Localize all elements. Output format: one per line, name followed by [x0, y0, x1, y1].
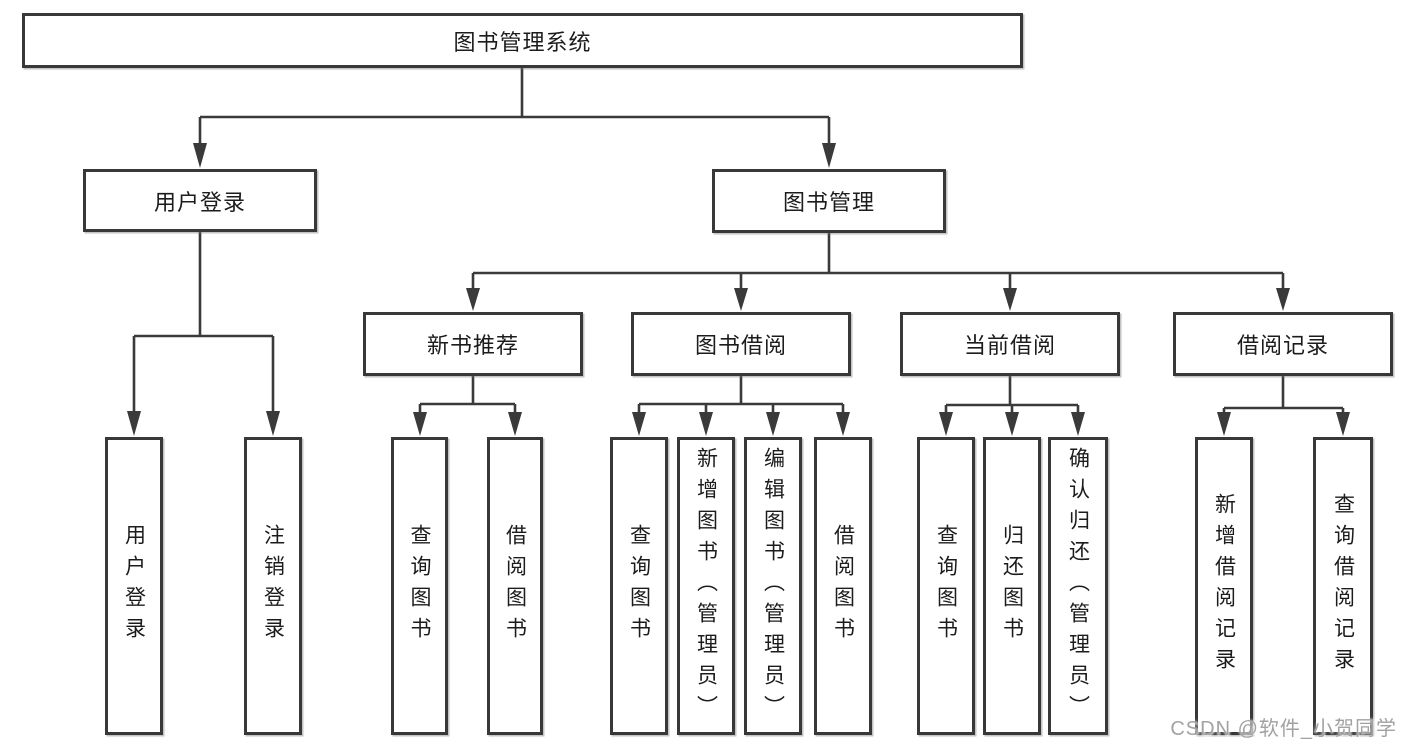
- node-new-book-recommend-label: 新书推荐: [426, 333, 519, 358]
- leaf-query-borrow-record-label: 查询借阅记录: [1331, 493, 1355, 679]
- node-user-login: 用户登录: [83, 169, 317, 232]
- leaf-user-login: 用户登录: [105, 437, 163, 735]
- node-book-management: 图书管理: [712, 169, 946, 233]
- leaf-add-books-admin-label: 新增图书（管理员）: [694, 446, 718, 726]
- leaf-edit-books-admin: 编辑图书（管理员）: [744, 437, 802, 735]
- leaf-logout-label: 注销登录: [261, 524, 285, 648]
- node-new-book-recommend: 新书推荐: [363, 312, 583, 376]
- node-borrow-records: 借阅记录: [1173, 312, 1393, 376]
- leaf-return-books: 归还图书: [983, 437, 1041, 735]
- leaf-current-query-books-label: 查询图书: [934, 524, 958, 648]
- leaf-add-books-admin: 新增图书（管理员）: [677, 437, 735, 735]
- node-root-label: 图书管理系统: [453, 29, 592, 55]
- leaf-confirm-return-admin-label: 确认归还（管理员）: [1066, 446, 1090, 726]
- leaf-user-login-label: 用户登录: [122, 524, 146, 648]
- leaf-confirm-return-admin: 确认归还（管理员）: [1048, 437, 1108, 735]
- leaf-borrow-query-books: 查询图书: [610, 437, 668, 735]
- leaf-return-books-label: 归还图书: [1000, 524, 1024, 648]
- connector-arrowheads: [127, 143, 1350, 436]
- node-root: 图书管理系统: [22, 13, 1023, 68]
- node-book-borrow: 图书借阅: [631, 312, 851, 376]
- node-book-management-label: 图书管理: [782, 190, 875, 215]
- leaf-add-borrow-record-label: 新增借阅记录: [1212, 493, 1236, 679]
- node-current-borrow: 当前借阅: [900, 312, 1120, 376]
- leaf-edit-books-admin-label: 编辑图书（管理员）: [761, 446, 785, 726]
- leaf-newbook-query-books: 查询图书: [391, 437, 448, 735]
- leaf-borrow-query-books-label: 查询图书: [627, 524, 651, 648]
- connector-strokes: [132, 68, 1345, 418]
- node-user-login-label: 用户登录: [153, 189, 246, 215]
- node-current-borrow-label: 当前借阅: [963, 333, 1056, 358]
- leaf-logout: 注销登录: [244, 437, 302, 735]
- leaf-newbook-borrow-books-label: 借阅图书: [503, 524, 527, 648]
- leaf-current-query-books: 查询图书: [917, 437, 975, 735]
- node-borrow-records-label: 借阅记录: [1236, 333, 1329, 358]
- leaf-query-borrow-record: 查询借阅记录: [1313, 437, 1373, 735]
- leaf-newbook-borrow-books: 借阅图书: [487, 437, 543, 735]
- node-book-borrow-label: 图书借阅: [694, 333, 787, 358]
- leaf-add-borrow-record: 新增借阅记录: [1195, 437, 1253, 735]
- leaf-newbook-query-books-label: 查询图书: [408, 524, 431, 648]
- leaf-borrow-borrow-books-label: 借阅图书: [831, 524, 855, 648]
- csdn-watermark: CSDN @软件_小贺同学: [1170, 718, 1397, 740]
- leaf-borrow-borrow-books: 借阅图书: [814, 437, 872, 735]
